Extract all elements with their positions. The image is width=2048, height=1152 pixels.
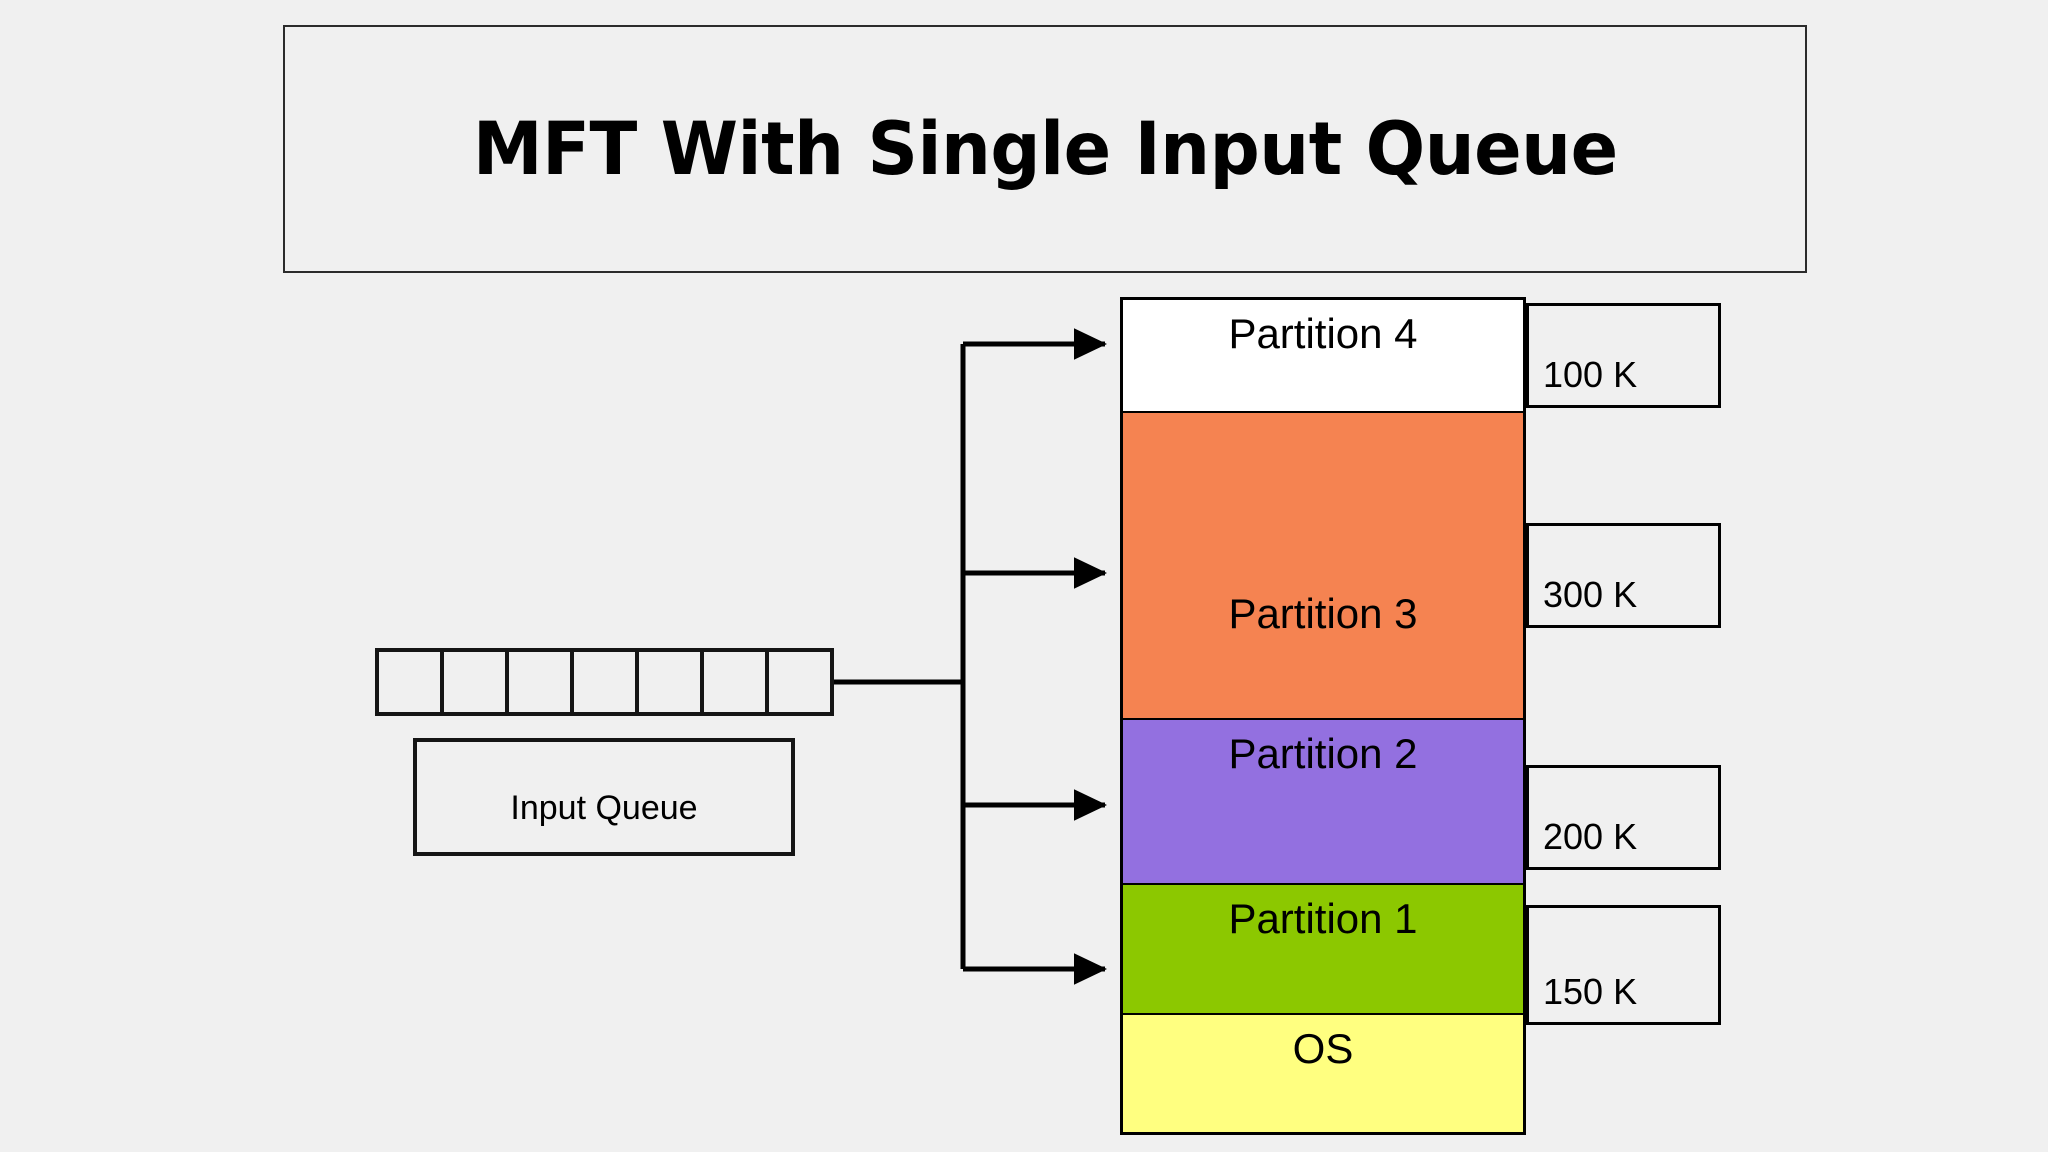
size-box-label: 100 K [1543, 354, 1638, 395]
memory-block-label: Partition 4 [1228, 310, 1418, 357]
memory-block-label: Partition 3 [1228, 590, 1418, 637]
queue-cell[interactable] [704, 652, 769, 712]
size-box-partition-4: 100 K [1526, 303, 1721, 408]
input-queue-caption-box: Input Queue [413, 738, 795, 856]
size-box-label: 150 K [1543, 971, 1638, 1012]
memory-block-label: OS [1292, 1025, 1354, 1072]
queue-cell[interactable] [769, 652, 830, 712]
memory-block-label: Partition 1 [1228, 895, 1418, 942]
queue-cell[interactable] [379, 652, 444, 712]
memory-block-partition-4: Partition 4 [1123, 300, 1523, 413]
memory-block-partition-3: Partition 3 [1123, 413, 1523, 720]
page-title: MFT With Single Input Queue [472, 106, 1618, 192]
queue-cell[interactable] [444, 652, 509, 712]
memory-block-label: Partition 2 [1228, 730, 1418, 777]
size-box-label: 200 K [1543, 816, 1638, 857]
size-box-partition-3: 300 K [1526, 523, 1721, 628]
memory-block-os: OS [1123, 1015, 1523, 1132]
memory-block-partition-2: Partition 2 [1123, 720, 1523, 885]
size-box-label: 300 K [1543, 574, 1638, 615]
queue-cell[interactable] [574, 652, 639, 712]
input-queue-strip [375, 648, 834, 716]
size-box-partition-1: 150 K [1526, 905, 1721, 1025]
size-box-partition-2: 200 K [1526, 765, 1721, 870]
memory-layout-column: Partition 4 Partition 3 Partition 2 Part… [1120, 297, 1526, 1135]
title-banner: MFT With Single Input Queue [283, 25, 1807, 273]
memory-block-partition-1: Partition 1 [1123, 885, 1523, 1015]
queue-cell[interactable] [639, 652, 704, 712]
queue-cell[interactable] [509, 652, 574, 712]
input-queue-caption-label: Input Queue [510, 789, 698, 827]
